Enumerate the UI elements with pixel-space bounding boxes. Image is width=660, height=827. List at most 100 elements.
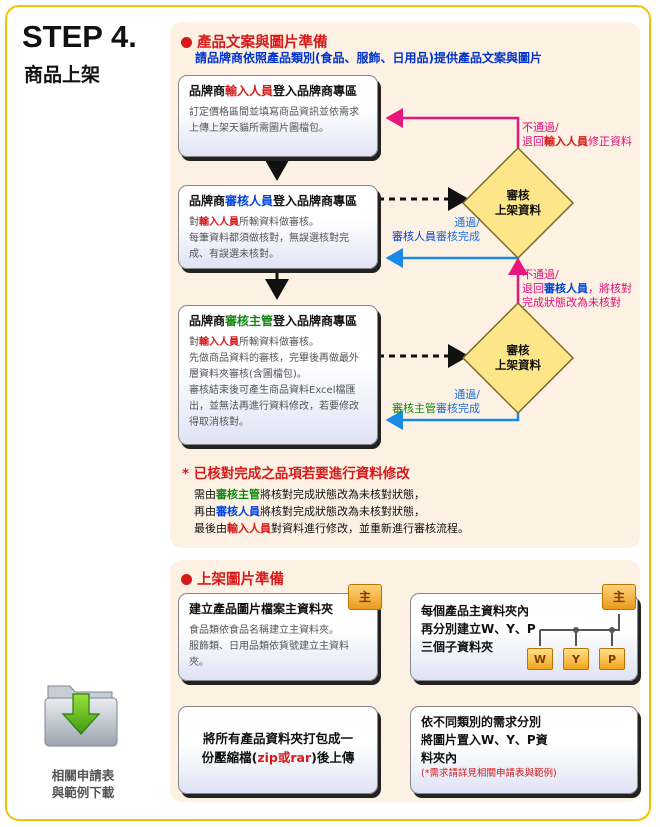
pass2-line2-post: 審核完成 xyxy=(436,402,480,415)
step-title: STEP 4. xyxy=(22,19,137,54)
box3-desc2: 先做商品資料的審核，完畢後再做最外層資料夾審核(含圖檔包)。 xyxy=(189,353,359,380)
reject2-line2-role: 審核人員 xyxy=(544,282,588,295)
download-link[interactable] xyxy=(40,676,124,752)
box1-desc: 訂定價格區間並填寫商品資訊並依需求上傳上架天貓所需圖片圖檔包。 xyxy=(189,107,359,134)
diamond-2 xyxy=(461,301,575,415)
pass-arrow-1 xyxy=(385,248,520,268)
reject-arrow-1 xyxy=(385,108,520,153)
boxD-format: zip或rar xyxy=(257,750,312,765)
boxC-note: (*需求請詳見相關申請表與範例) xyxy=(421,768,557,779)
box2-desc2: 每筆資料都須做核對，無誤選核對完成、有誤選未核對。 xyxy=(189,233,349,260)
reject1-line1: 不通過/ xyxy=(522,121,559,134)
box1-title-pre: 品牌商 xyxy=(189,84,226,98)
box2-desc1-post: 所輸資料做審核。 xyxy=(239,217,319,228)
modify-l1-pre: 需由 xyxy=(194,488,216,501)
box3-desc1-pre: 對 xyxy=(189,337,199,348)
box3-title-role: 審核主管 xyxy=(225,314,274,328)
box1-title-post: 登入品牌商專區 xyxy=(273,84,358,98)
sub-folder-y-icon: Y xyxy=(563,648,589,670)
box2-title-role: 審核人員 xyxy=(225,194,274,208)
reject2-line2-pre: 退回 xyxy=(522,282,544,295)
boxA-desc1: 食品類依食品名稱建立主資料夾。 xyxy=(189,625,339,636)
pass1-line1: 通過/ xyxy=(454,216,480,229)
box2-desc1: 對輸入人員所輸資料做審核。 xyxy=(189,215,367,231)
box2-title-post: 登入品牌商專區 xyxy=(273,194,358,208)
section2-heading-text: 上架圖片準備 xyxy=(197,572,284,588)
box3-desc1: 對輸入人員所輸資料做審核。 xyxy=(189,335,367,351)
section2-heading: 上架圖片準備 xyxy=(181,568,284,589)
diamond1-line2: 上架資料 xyxy=(495,203,541,217)
sub-folder-p-icon: P xyxy=(599,648,625,670)
bullet-dot-icon xyxy=(181,37,192,48)
modify-steps: 需由審核主管將核對完成狀態改為未核對狀態， 再由審核人員將核對完成狀態改為未核對… xyxy=(194,486,469,537)
pass2-line1: 通過/ xyxy=(454,388,480,401)
section1-subheading: 請品牌商依照產品類別(食品、服飾、日用品)提供產品文案與圖片 xyxy=(195,51,542,65)
step-subtitle: 商品上架 xyxy=(24,64,101,86)
reject1-line2-pre: 退回 xyxy=(522,135,544,148)
folder-tree-lines xyxy=(539,614,620,646)
boxC-line1: 依不同類別的需求分別 xyxy=(421,715,542,729)
boxD-line2-pre: 份壓縮檔( xyxy=(201,750,258,765)
diamond2-label: 審核 上架資料 xyxy=(478,343,558,373)
reject1-line2: 退回輸入人員修正資料 xyxy=(522,135,632,149)
box2-desc1-role: 輸入人員 xyxy=(199,217,239,228)
flow-box-reviewer: 品牌商審核人員登入品牌商專區 對輸入人員所輸資料做審核。 每筆資料都須做核對，無… xyxy=(178,185,378,269)
main-folder-icon: 主 xyxy=(348,584,382,610)
modify-line2: 再由審核人員將核對完成狀態改為未核對狀態， xyxy=(194,503,469,520)
boxB-line3: 三個子資料夾 xyxy=(421,640,494,654)
box3-desc1-post: 所輸資料做審核。 xyxy=(239,337,319,348)
reject1-line2-post: 修正資料 xyxy=(588,135,632,148)
bullet-dot-icon xyxy=(181,574,192,585)
box3-title-pre: 品牌商 xyxy=(189,314,226,328)
flow-box-create-main-folder: 建立產品圖片檔案主資料夾 食品類依食品名稱建立主資料夾。 服飾類、日用品類依貨號… xyxy=(178,593,378,681)
reject2-line2: 退回審核人員，將核對 xyxy=(522,282,632,296)
diamond2-line1: 審核 xyxy=(506,343,530,357)
download-label[interactable]: 相關申請表 與範例下載 xyxy=(38,767,128,801)
box2-desc1-pre: 對 xyxy=(189,217,199,228)
download-label-line2: 與範例下載 xyxy=(51,785,115,800)
box2-title-pre: 品牌商 xyxy=(189,194,226,208)
diamond1-label: 審核 上架資料 xyxy=(478,188,558,218)
box3-desc3: 審核結束後可產生商品資料Excel檔匯出，並無法再進行資料修改，若要修改得取消核… xyxy=(189,385,359,428)
box1-title-role: 輸入人員 xyxy=(225,84,274,98)
modify-l1-role: 審核主管 xyxy=(216,488,260,501)
flow-box-sub-folders: 每個產品主資料夾內 再分別建立W、Y、P 三個子資料夾 xyxy=(410,593,638,681)
reject2-line3: 完成狀態改為未核對 xyxy=(522,296,621,309)
modify-l2-role: 審核人員 xyxy=(216,505,260,518)
boxD-line1: 將所有產品資料夾打包成一 xyxy=(202,731,353,746)
pass1-line2-post: 審核完成 xyxy=(436,230,480,243)
reject1-line2-role: 輸入人員 xyxy=(544,135,588,148)
flow-box-place-images: 依不同類別的需求分別 將圖片置入W、Y、P資 料夾內 (*需求請詳見相關申請表與… xyxy=(410,706,638,794)
pass2-line2-role: 審核主管 xyxy=(392,402,436,415)
pass1-line2: 審核人員審核完成 xyxy=(380,230,480,244)
reject1-note: 不通過/ 退回輸入人員修正資料 xyxy=(522,121,632,149)
download-label-line1: 相關申請表 xyxy=(51,768,115,783)
boxB-line2: 再分別建立W、Y、P xyxy=(421,622,536,636)
modify-l3-pre: 最後由 xyxy=(194,522,227,535)
box2-title: 品牌商審核人員登入品牌商專區 xyxy=(189,193,367,209)
modify-heading: * 已核對完成之品項若要進行資料修改 xyxy=(182,466,410,482)
pass1-note: 通過/ 審核人員審核完成 xyxy=(380,216,480,244)
modify-l3-post: 對資料進行修改，並重新進行審核流程。 xyxy=(271,522,469,535)
diamond-1 xyxy=(461,146,575,260)
boxA-desc2: 服飾類、日用品類依貨號建立主資料夾。 xyxy=(189,641,349,668)
box3-desc1-role: 輸入人員 xyxy=(199,337,239,348)
pass1-line2-role: 審核人員 xyxy=(392,230,436,243)
modify-line1: 需由審核主管將核對完成狀態改為未核對狀態， xyxy=(194,486,469,503)
boxC-line2: 將圖片置入W、Y、P資 xyxy=(421,733,548,747)
boxB-line1: 每個產品主資料夾內 xyxy=(421,604,530,618)
flow-box-supervisor: 品牌商審核主管登入品牌商專區 對輸入人員所輸資料做審核。 先做商品資料的審核，完… xyxy=(178,305,378,445)
folder-download-icon xyxy=(44,685,118,747)
modify-l1-post: 將核對完成狀態改為未核對狀態， xyxy=(260,488,425,501)
sub-folder-w-icon: W xyxy=(527,648,553,670)
box1-title: 品牌商輸入人員登入品牌商專區 xyxy=(189,83,367,99)
flow-box-package-upload: 將所有產品資料夾打包成一 份壓縮檔(zip或rar)後上傳 xyxy=(178,706,378,794)
pass2-line2: 審核主管審核完成 xyxy=(380,402,480,416)
modify-l3-role: 輸入人員 xyxy=(227,522,271,535)
flow-box-input-staff: 品牌商輸入人員登入品牌商專區 訂定價格區間並填寫商品資訊並依需求上傳上架天貓所需… xyxy=(178,75,378,157)
diamond1-line1: 審核 xyxy=(506,188,530,202)
reject2-line2-post: ，將核對 xyxy=(588,282,632,295)
box3-title: 品牌商審核主管登入品牌商專區 xyxy=(189,313,367,329)
section1-heading-text: 產品文案與圖片準備 xyxy=(197,35,328,51)
